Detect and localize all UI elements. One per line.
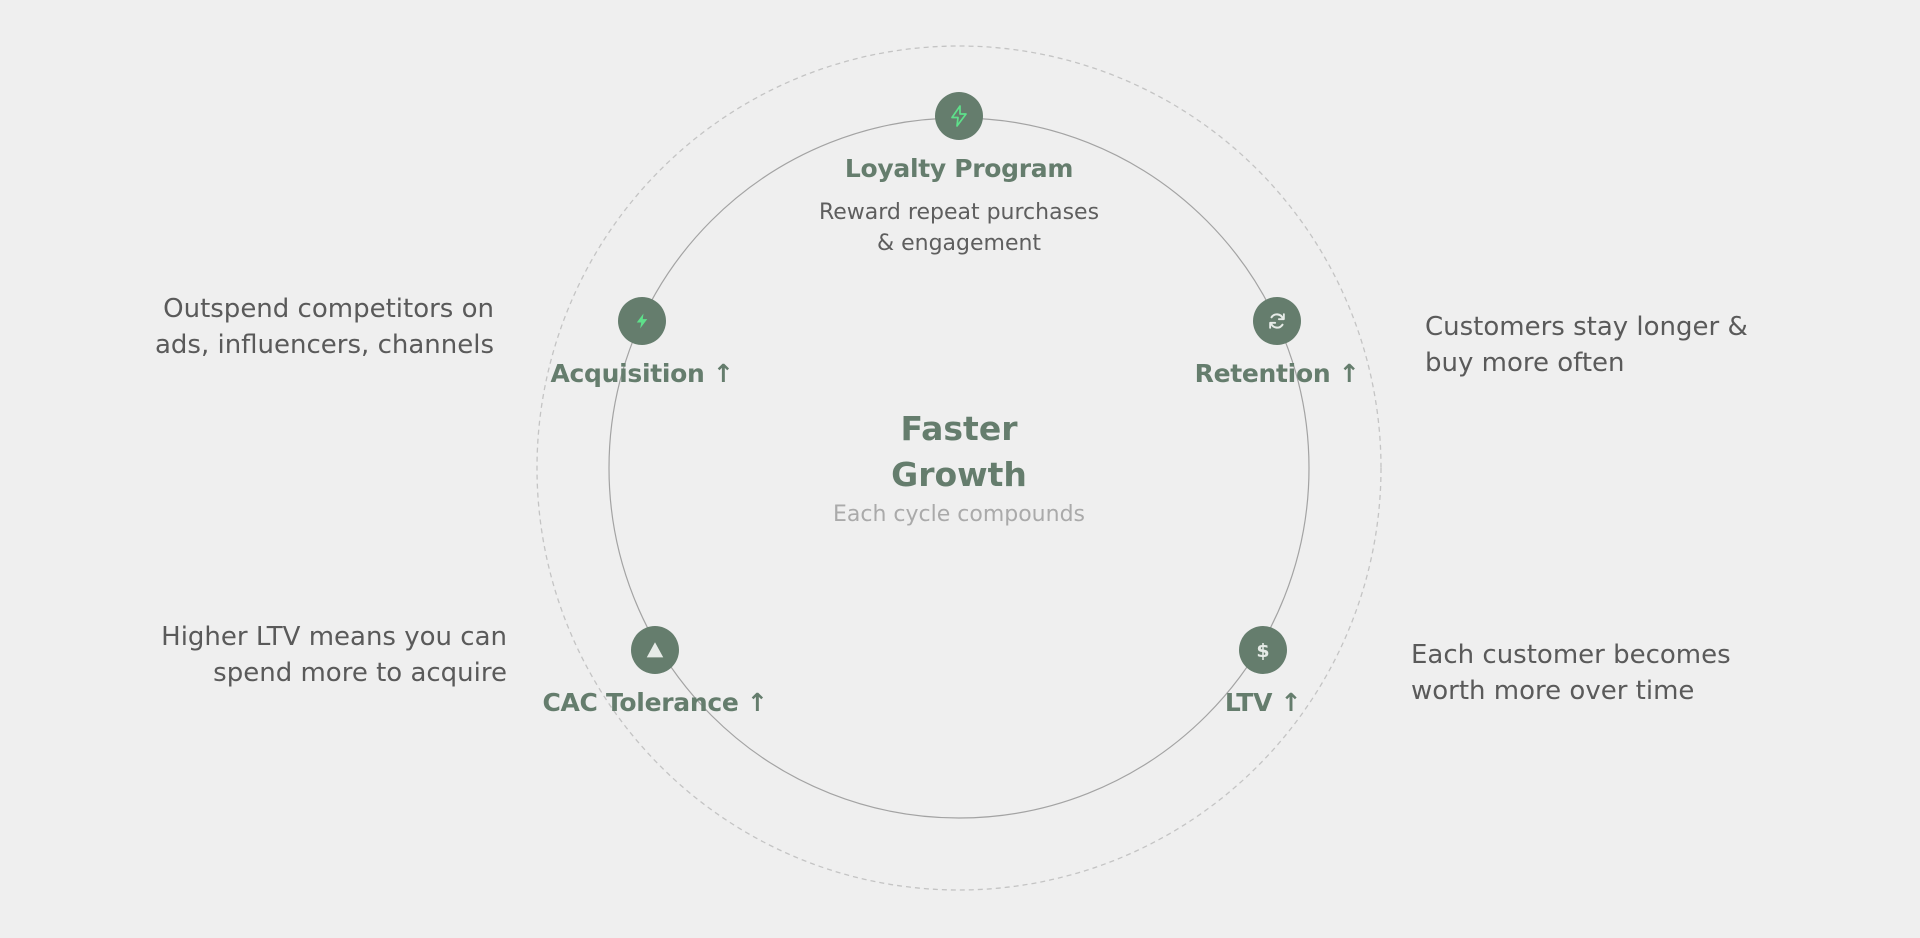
acquisition-note: Outspend competitors on ads, influencers… [155, 291, 494, 363]
acquisition-note-line2: ads, influencers, channels [154, 330, 494, 360]
cac-note-line1: Higher LTV means you can [161, 622, 507, 652]
lightning-icon [636, 313, 648, 329]
center-title-line1: Faster [900, 409, 1018, 448]
ltv-node: $ [1239, 626, 1287, 674]
acquisition-note-line1: Outspend competitors on [163, 294, 494, 324]
retention-note-line1: Customers stay longer & [1425, 312, 1748, 342]
retention-note-line2: buy more often [1425, 348, 1625, 378]
center-subtitle: Each cycle compounds [833, 502, 1085, 527]
refresh-icon [1269, 313, 1285, 329]
center-title: Faster Growth [891, 406, 1027, 498]
ltv-note: Each customer becomes worth more over ti… [1411, 637, 1731, 709]
svg-text:$: $ [1256, 640, 1269, 662]
center-title-line2: Growth [891, 455, 1027, 494]
cac-tolerance-label: CAC Tolerance ↑ [542, 688, 768, 717]
loyalty-description-line2: & engagement [876, 231, 1042, 256]
acquisition-node [618, 297, 666, 345]
ltv-note-line1: Each customer becomes [1411, 640, 1731, 670]
retention-note: Customers stay longer & buy more often [1425, 309, 1748, 381]
ltv-label: LTV ↑ [1224, 688, 1302, 717]
lightning-outline-icon [951, 105, 967, 127]
loyalty-program-label: Loyalty Program [844, 154, 1074, 183]
triangle-icon [646, 642, 664, 658]
retention-node [1253, 297, 1301, 345]
loyalty-program-node [935, 92, 983, 140]
acquisition-label: Acquisition ↑ [550, 359, 734, 388]
outer-dashed-ring [536, 45, 1382, 891]
cac-tolerance-node [631, 626, 679, 674]
cac-note-line2: spend more to acquire [213, 658, 507, 688]
loyalty-program-description: Reward repeat purchases & engagement [819, 197, 1099, 259]
ltv-note-line2: worth more over time [1411, 676, 1695, 706]
retention-label: Retention ↑ [1194, 359, 1360, 388]
dollar-icon: $ [1256, 640, 1269, 662]
cac-tolerance-note: Higher LTV means you can spend more to a… [161, 619, 507, 691]
loyalty-description-line1: Reward repeat purchases [818, 200, 1100, 225]
